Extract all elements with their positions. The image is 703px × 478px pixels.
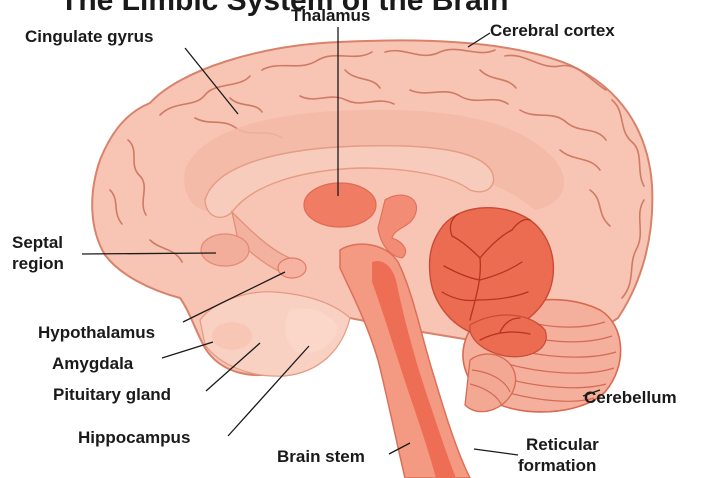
leader-reticular-formation [474,449,518,455]
diagram-title: The Limbic System of the Brain [60,0,508,17]
label-thalamus: Thalamus [291,6,370,25]
label-septal-region-line2: region [12,254,64,273]
label-amygdala: Amygdala [52,354,134,373]
label-septal-region-line1: Septal [12,233,63,252]
label-pituitary-gland: Pituitary gland [53,385,171,404]
label-cerebral-cortex: Cerebral cortex [490,21,615,40]
label-reticular-formation-line2: formation [518,456,596,475]
label-hypothalamus: Hypothalamus [38,323,155,342]
hypothalamus [278,258,306,278]
label-brain-stem: Brain stem [277,447,365,466]
label-reticular-formation-line1: Reticular [526,435,599,454]
amygdala [212,322,252,350]
label-hippocampus: Hippocampus [78,428,190,447]
label-cerebellum: Cerebellum [584,388,677,407]
thalamus [304,183,376,227]
label-cingulate-gyrus: Cingulate gyrus [25,27,153,46]
septal-region [201,234,249,266]
